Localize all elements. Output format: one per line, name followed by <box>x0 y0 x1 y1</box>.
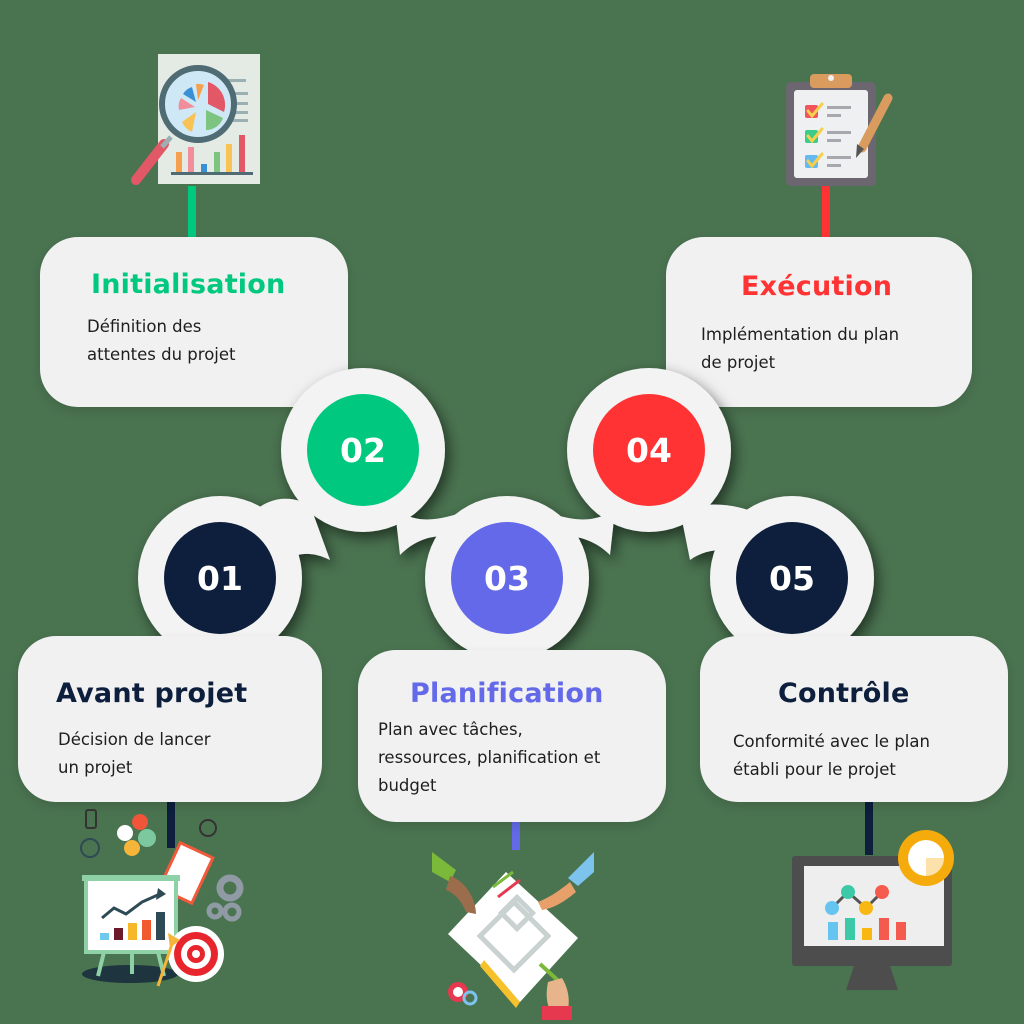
step-badge-04: 04 <box>593 394 705 506</box>
clipboard-checklist-icon <box>786 74 893 186</box>
card-description: Plan avec tâches, ressources, planificat… <box>378 720 601 795</box>
card-title: Planification <box>410 678 604 709</box>
step-badge-02: 02 <box>307 394 419 506</box>
card-description: Implémentation du plan de projet <box>701 325 900 372</box>
hands-blueprint-icon <box>432 852 594 1020</box>
monitor-analytics-icon <box>792 830 954 990</box>
stem-04 <box>822 186 830 238</box>
card-initialisation: Initialisation Définition des attentes d… <box>40 237 348 407</box>
presentation-board-target-icon <box>80 809 244 987</box>
card-title: Exécution <box>741 271 893 302</box>
card-planification: Planification Plan avec tâches, ressourc… <box>358 650 666 822</box>
card-controle: Contrôle Conformité avec le plan établi … <box>700 636 1008 802</box>
card-avant-projet: Avant projet Décision de lancer un proje… <box>18 636 322 802</box>
step-badge-03: 03 <box>451 522 563 634</box>
stem-03 <box>512 820 520 850</box>
stem-05 <box>865 800 873 855</box>
card-title: Initialisation <box>91 269 286 300</box>
card-description: Conformité avec le plan établi pour le p… <box>733 732 930 779</box>
card-description: Définition des attentes du projet <box>87 317 236 364</box>
card-title: Contrôle <box>778 678 910 709</box>
step-badge-01: 01 <box>164 522 276 634</box>
step-badge-05: 05 <box>736 522 848 634</box>
stem-02 <box>188 186 196 238</box>
document-magnifier-chart-icon <box>131 54 260 185</box>
card-title: Avant projet <box>56 678 248 709</box>
card-execution: Exécution Implémentation du plan de proj… <box>666 237 972 407</box>
stem-01 <box>167 800 175 848</box>
card-description: Décision de lancer un projet <box>58 730 211 777</box>
